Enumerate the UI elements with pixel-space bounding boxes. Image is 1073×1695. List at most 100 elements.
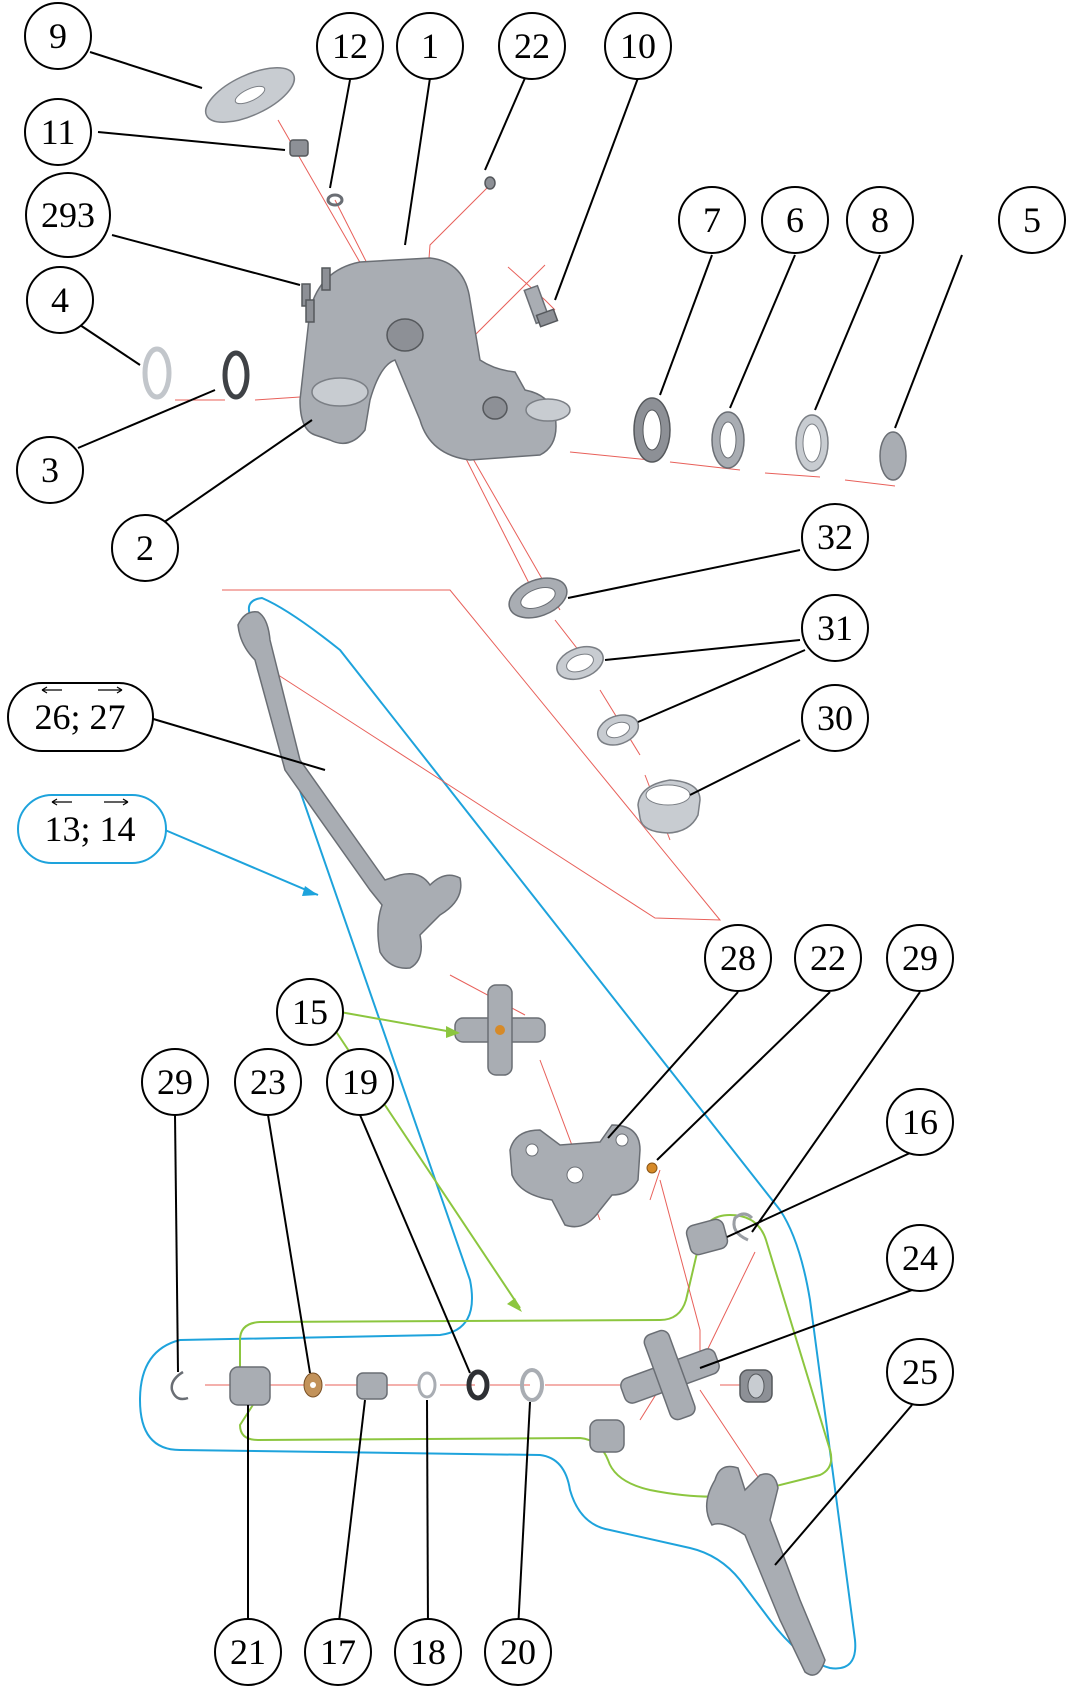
callout-293: 293 <box>25 172 111 258</box>
part-24-cross <box>620 1329 720 1421</box>
callout-12: 12 <box>316 12 384 80</box>
svg-text:9: 9 <box>49 16 67 56</box>
svg-text:293: 293 <box>41 195 95 235</box>
svg-text:30: 30 <box>817 698 853 738</box>
svg-text:22: 22 <box>810 938 846 978</box>
svg-text:12: 12 <box>332 26 368 66</box>
part-6-bearing <box>711 411 745 469</box>
callout-22-top: 22 <box>498 12 566 80</box>
svg-text:11: 11 <box>41 112 76 152</box>
svg-text:29: 29 <box>902 938 938 978</box>
part-16-cup <box>685 1218 729 1256</box>
svg-text:13; 14: 13; 14 <box>44 809 135 849</box>
svg-text:19: 19 <box>342 1062 378 1102</box>
svg-text:10: 10 <box>620 26 656 66</box>
callout-3: 3 <box>16 436 84 504</box>
pill-label-13-14: 13; 14 <box>17 794 167 864</box>
part-28-yoke <box>509 1124 641 1228</box>
callout-8: 8 <box>846 186 914 254</box>
part-23-washer <box>303 1372 323 1398</box>
svg-text:21: 21 <box>230 1632 266 1672</box>
part-32-bearing <box>508 577 568 619</box>
callout-28: 28 <box>704 924 772 992</box>
part-31-ring-lower <box>596 714 640 746</box>
pill-label-26-27: 26; 27 <box>7 682 154 752</box>
callout-25: 25 <box>886 1338 954 1406</box>
part-29-snap-ring-right <box>732 1212 754 1242</box>
svg-text:23: 23 <box>250 1062 286 1102</box>
part-29-snap-ring-left <box>170 1370 189 1401</box>
part-26-27-axle-shaft <box>237 611 462 969</box>
callout-30: 30 <box>801 684 869 752</box>
svg-text:16: 16 <box>902 1102 938 1142</box>
callout-19: 19 <box>326 1048 394 1116</box>
callout-24: 24 <box>886 1224 954 1292</box>
callout-20: 20 <box>484 1618 552 1686</box>
svg-text:29: 29 <box>157 1062 193 1102</box>
svg-text:15: 15 <box>292 992 328 1032</box>
part-12-ring <box>326 193 344 207</box>
part-25-stub-axle <box>706 1465 826 1676</box>
part-30-bushing <box>637 779 701 834</box>
callout-21: 21 <box>214 1618 282 1686</box>
callout-7: 7 <box>678 186 746 254</box>
svg-text:7: 7 <box>703 200 721 240</box>
callout-22-lower: 22 <box>794 924 862 992</box>
part-9-washer <box>204 67 296 123</box>
callout-2: 2 <box>111 514 179 582</box>
part-15-cross <box>454 984 546 1076</box>
svg-text:2: 2 <box>136 528 154 568</box>
callout-4: 4 <box>26 266 94 334</box>
part-20-ring <box>520 1368 544 1402</box>
assembly-paths <box>175 119 896 1481</box>
callout-18: 18 <box>394 1618 462 1686</box>
svg-text:18: 18 <box>410 1632 446 1672</box>
svg-text:3: 3 <box>41 450 59 490</box>
callout-17: 17 <box>304 1618 372 1686</box>
svg-text:31: 31 <box>817 608 853 648</box>
part-18-ring <box>417 1371 437 1399</box>
part-4-ring <box>142 346 172 400</box>
callout-29-right: 29 <box>886 924 954 992</box>
part-7-seal <box>633 397 671 463</box>
svg-text:24: 24 <box>902 1238 938 1278</box>
svg-text:6: 6 <box>786 200 804 240</box>
callout-11: 11 <box>24 98 92 166</box>
callout-9: 9 <box>24 2 92 70</box>
part-22-nipple-top <box>484 176 496 190</box>
callout-1: 1 <box>396 12 464 80</box>
blue-group-outline <box>138 596 857 1670</box>
callout-23: 23 <box>234 1048 302 1116</box>
callout-16: 16 <box>886 1088 954 1156</box>
part-10-bolt <box>523 284 559 328</box>
svg-text:26; 27: 26; 27 <box>34 697 125 737</box>
svg-text:1: 1 <box>421 26 439 66</box>
svg-text:22: 22 <box>514 26 550 66</box>
part-5-cap <box>879 431 907 481</box>
part-21-cup <box>229 1366 271 1406</box>
callout-15: 15 <box>276 978 344 1046</box>
part-cup-lower <box>589 1419 625 1453</box>
callout-31: 31 <box>801 594 869 662</box>
svg-text:25: 25 <box>902 1352 938 1392</box>
part-22-nipple-lower <box>646 1162 658 1174</box>
svg-text:32: 32 <box>817 517 853 557</box>
part-11-nut <box>289 139 309 157</box>
part-31-ring-upper <box>556 645 604 681</box>
part-3-ring <box>222 350 250 400</box>
part-17-bearing <box>356 1372 388 1400</box>
leader-lines <box>77 51 963 1631</box>
svg-text:17: 17 <box>320 1632 356 1672</box>
callout-29-left: 29 <box>141 1048 209 1116</box>
callout-6: 6 <box>761 186 829 254</box>
part-8-ring <box>795 414 829 472</box>
svg-text:20: 20 <box>500 1632 536 1672</box>
part-cup-right <box>739 1369 773 1403</box>
blue-leader-line <box>164 829 319 896</box>
svg-text:4: 4 <box>51 280 69 320</box>
part-19-ring <box>466 1369 490 1401</box>
svg-text:5: 5 <box>1023 200 1041 240</box>
callout-10: 10 <box>604 12 672 80</box>
svg-text:8: 8 <box>871 200 889 240</box>
